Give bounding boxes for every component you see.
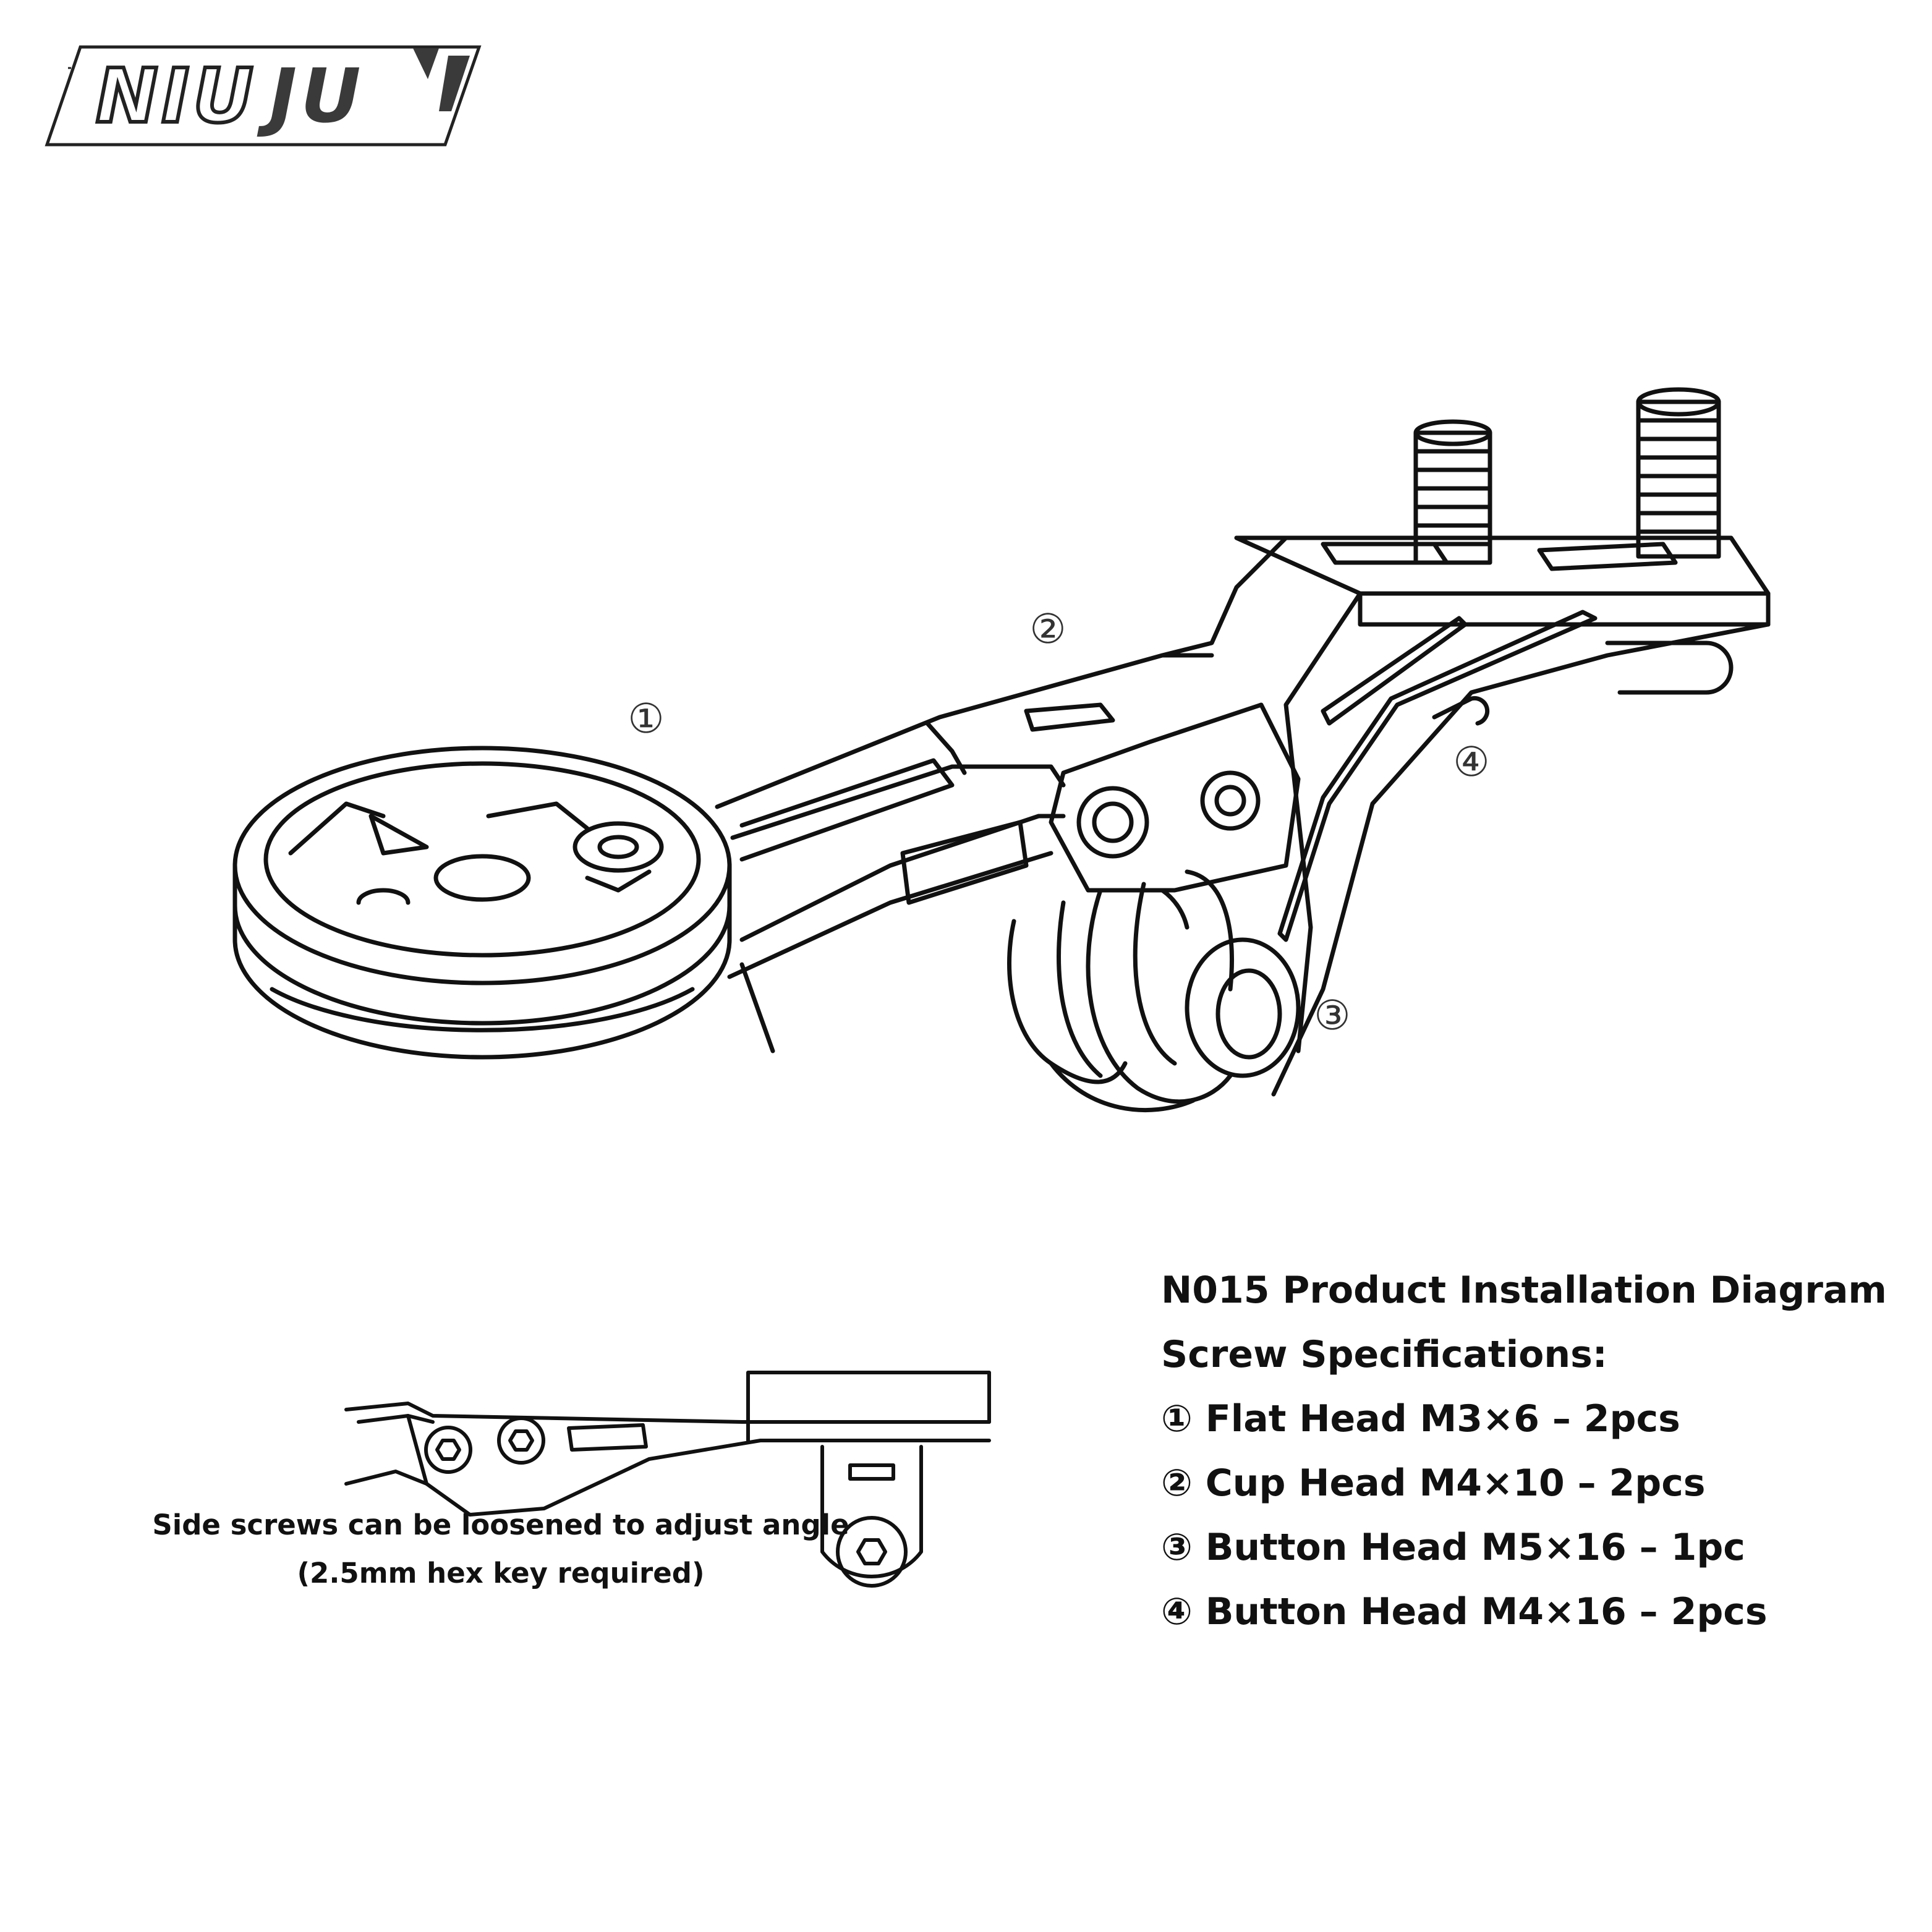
curved-bracket — [1271, 591, 1771, 1097]
spec-block: N015 Product Installation Diagram Screw … — [1161, 1258, 1903, 1644]
callout-4: ④ — [1453, 738, 1490, 786]
side-view-caption-2: (2.5mm hex key required) — [297, 1557, 705, 1589]
side-view-caption-1: Side screws can be loosened to adjust an… — [152, 1509, 849, 1541]
spec-item-1-glyph: ① — [1161, 1397, 1193, 1440]
spec-item-2-glyph: ② — [1161, 1462, 1193, 1505]
spec-item-4-text: Button Head M4×16 – 2pcs — [1205, 1590, 1768, 1633]
spec-title: N015 Product Installation Diagram — [1161, 1269, 1887, 1312]
spec-item-2: ② Cup Head M4×10 – 2pcs — [1161, 1451, 1903, 1515]
computer-mount-ring — [232, 746, 732, 1060]
callout-2: ② — [1029, 605, 1066, 653]
stem-cap-plate — [1234, 387, 1771, 695]
pivot-hub — [1049, 702, 1301, 930]
spec-subtitle: Screw Specifications: — [1161, 1333, 1607, 1376]
spec-item-2-text: Cup Head M4×10 – 2pcs — [1205, 1462, 1706, 1505]
spec-item-3-glyph: ③ — [1161, 1526, 1193, 1569]
side-view-illustration — [344, 1371, 991, 1588]
logo-part-1: NIU — [94, 52, 257, 142]
callout-1: ① — [628, 695, 665, 743]
spec-item-3: ③ Button Head M5×16 – 1pc — [1161, 1515, 1903, 1580]
logo-part-2: JU — [269, 54, 365, 140]
spec-item-4-glyph: ④ — [1161, 1590, 1193, 1633]
logo-frame — [45, 45, 482, 147]
callout-3: ③ — [1314, 992, 1351, 1039]
gopro-mount — [1007, 869, 1301, 1112]
spec-item-4: ④ Button Head M4×16 – 2pcs — [1161, 1580, 1903, 1644]
spec-item-3-text: Button Head M5×16 – 1pc — [1205, 1526, 1745, 1569]
spec-item-1-text: Flat Head M3×6 – 2pcs — [1205, 1397, 1680, 1440]
extension-arm — [715, 535, 1288, 1053]
spec-item-1: ① Flat Head M3×6 – 2pcs — [1161, 1387, 1903, 1451]
